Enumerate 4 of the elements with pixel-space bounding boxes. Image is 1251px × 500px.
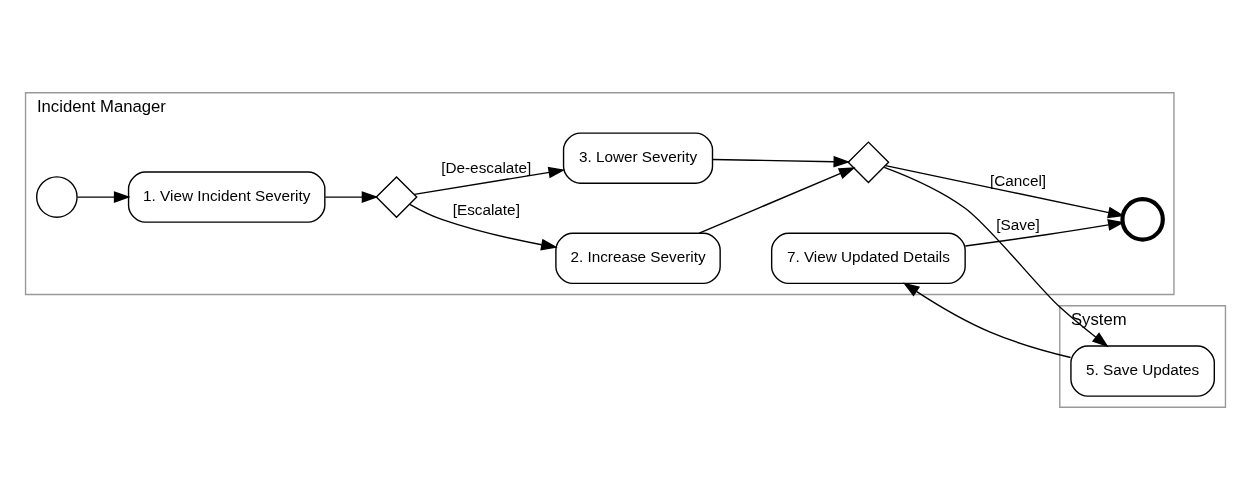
edge-label: [Escalate]: [452, 200, 520, 218]
edge-label: [Cancel]: [989, 171, 1047, 189]
edge-label: [Save]: [996, 216, 1040, 234]
edge-label: [De-escalate]: [441, 159, 532, 177]
